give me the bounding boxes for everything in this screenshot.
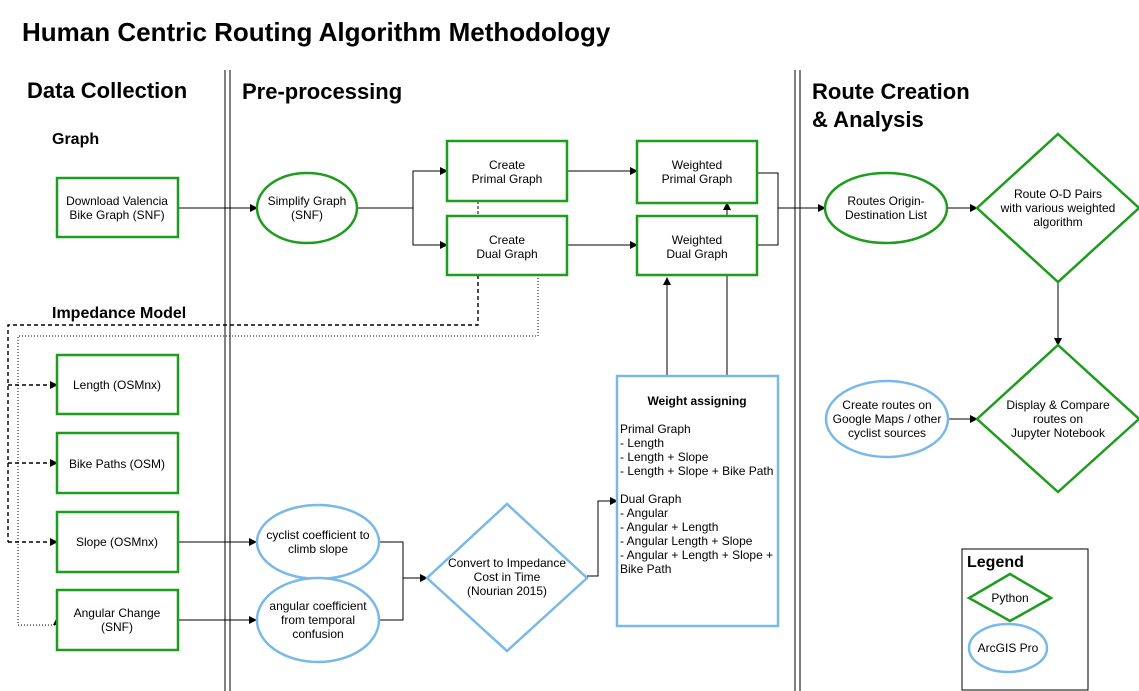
subsection-graph: Graph [52,131,99,148]
angular-coeff-label-3: confusion [292,627,343,641]
simplify-graph-node [255,171,359,245]
weight-line: - Angular + Length [620,520,718,534]
weight-box-heading: Weight assigning [647,394,746,408]
length-label: Length (OSMnx) [73,378,161,392]
diagram-title: Human Centric Routing Algorithm Methodol… [22,17,611,47]
cyclist-coeff-label-1: cyclist coefficient to [266,528,369,542]
dashed-links [7,275,479,546]
create-primal-label-1: Create [489,158,525,172]
arrow-simplify-to-primal [357,167,448,209]
legend-title: Legend [967,554,1024,571]
bike-paths-node [55,431,180,495]
route-pairs-label-3: algorithm [1033,215,1082,229]
create-routes-label-1: Create routes on [842,398,931,412]
weighted-primal-label-2: Primal Graph [662,172,733,186]
simplify-label-1: Simplify Graph [268,194,347,208]
coeff-merge [378,541,404,621]
section-route-creation: Route Creation [812,79,970,104]
weighted-primal-merge [757,172,779,208]
route-pairs-node [975,132,1139,284]
convert-label-3: (Nourian 2015) [467,584,547,598]
download-label-1: Download Valencia [66,194,168,208]
angular-coefficient-node [255,576,381,664]
routes-od-node [823,171,949,245]
angular-change-node [55,588,180,652]
weight-line: - Angular + Length + Slope + [620,548,773,562]
primal-dependency-line [17,275,539,626]
create-routes-label-2: Google Maps / other [833,412,942,426]
create-routes-node [824,379,950,459]
route-pairs-label-2: with various weighted [1000,201,1116,215]
weighted-dual-label-1: Weighted [672,233,722,247]
display-label-2: routes on [1033,412,1083,426]
create-primal-node [445,139,569,203]
create-dual-label-2: Dual Graph [476,247,537,261]
weight-line: - Length [620,436,664,450]
angular-change-label-2: (SNF) [101,620,133,634]
slope-node [55,510,180,574]
length-node [55,353,180,416]
create-routes-label-3: cyclist sources [848,426,926,440]
arrow-convert-to-weight [587,497,618,577]
weight-line: - Angular Length + Slope [620,534,753,548]
download-label-2: Bike Graph (SNF) [69,208,164,222]
weight-box-lines: Primal Graph - Length - Length + Slope -… [620,422,773,576]
dual-dependency-line [7,275,479,542]
section-data-collection: Data Collection [27,78,187,103]
legend-python-swatch [966,572,1054,623]
routes-od-label-2: Destination List [845,208,928,222]
display-compare-node [975,343,1139,494]
section-route-analysis: & Analysis [812,107,924,132]
arrow-simplify-to-dual [412,208,448,249]
weighted-dual-label-2: Dual Graph [666,247,727,261]
weighted-primal-node [635,139,759,205]
weight-assigning-box [615,374,780,628]
slope-label: Slope (OSMnx) [76,535,158,549]
lane-divider-right [794,70,801,691]
section-pre-processing: Pre-processing [242,79,402,104]
route-pairs-label-1: Route O-D Pairs [1014,187,1102,201]
create-dual-node [445,214,569,277]
weight-line: - Length + Slope [620,450,709,464]
weight-line: - Angular [620,506,668,520]
weight-line: Bike Path [620,562,671,576]
convert-impedance-node [425,502,589,653]
convert-label-1: Convert to Impedance [448,556,566,570]
angular-coeff-label-2: from temporal [281,613,355,627]
simplify-label-2: (SNF) [291,208,323,222]
legend-arcgis-swatch [967,622,1049,674]
angular-coeff-label-1: angular coefficient [269,599,367,613]
display-label-1: Display & Compare [1006,398,1110,412]
legend-arcgis-label: ArcGIS Pro [978,641,1039,655]
download-graph-node [55,176,180,239]
bike-paths-label: Bike Paths (OSM) [69,457,165,471]
lane-divider-left [224,70,231,691]
convert-label-2: Cost in Time [474,570,541,584]
create-dual-label-1: Create [489,233,525,247]
angular-change-label-1: Angular Change [74,606,161,620]
weight-line: - Length + Slope + Bike Path [620,464,773,478]
create-primal-label-2: Primal Graph [472,172,543,186]
weight-line: Dual Graph [620,492,681,506]
weighted-primal-label-1: Weighted [672,158,722,172]
cyclist-coeff-label-2: climb slope [288,542,348,556]
legend-python-label: Python [991,591,1028,605]
display-label-3: Jupyter Notebook [1011,426,1106,440]
weight-line: Primal Graph [620,422,691,436]
routes-od-label-1: Routes Origin- [847,194,924,208]
subsection-impedance-model: Impedance Model [52,305,186,322]
weighted-dual-merge [757,208,779,246]
weighted-dual-node [635,214,759,277]
